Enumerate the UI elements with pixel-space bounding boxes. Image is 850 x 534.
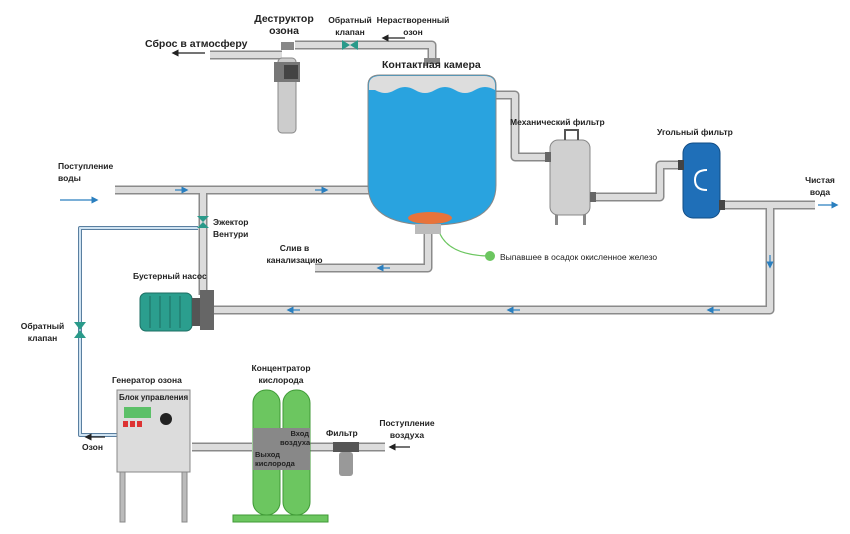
check-valve-left-icon bbox=[74, 322, 86, 338]
atmosphere-release-label: Сброс в атмосферу bbox=[145, 38, 248, 50]
water-inlet-label: Поступление воды bbox=[58, 161, 114, 183]
filter-label: Фильтр bbox=[326, 428, 358, 438]
check-valve-left-label: Обратный клапан bbox=[20, 321, 65, 343]
oxygen-concentrator bbox=[232, 389, 329, 523]
coal-filter bbox=[678, 142, 725, 219]
booster-pump bbox=[139, 290, 214, 332]
ozone-generator bbox=[116, 389, 191, 523]
mechanical-filter bbox=[545, 129, 596, 225]
text-arrows bbox=[84, 34, 410, 451]
ozone-destructor-label: Деструктор озона bbox=[254, 13, 314, 37]
booster-pump-label: Бустерный насос bbox=[133, 271, 207, 281]
oxygen-out-label: Выход кислорода bbox=[255, 450, 295, 468]
flow-arrows bbox=[60, 186, 839, 314]
venturi-ejector-icon bbox=[197, 216, 209, 228]
ozone-generator-label: Генератор озона bbox=[112, 375, 182, 385]
contact-chamber-label: Контактная камера bbox=[382, 59, 481, 71]
clean-water-label: Чистая вода bbox=[805, 175, 835, 197]
ozone-destructor bbox=[274, 42, 300, 134]
ozone-out-label: Озон bbox=[82, 442, 103, 452]
sediment-label: Выпавшее в осадок окисленное железо bbox=[500, 252, 658, 262]
drain-label: Слив в канализацию bbox=[266, 243, 323, 265]
pipes bbox=[78, 40, 815, 452]
coal-filter-label: Угольный фильтр bbox=[657, 127, 733, 137]
mechanical-filter-label: Механический фильтр bbox=[510, 117, 605, 127]
control-unit-label: Блок управления bbox=[119, 393, 189, 402]
air-filter bbox=[333, 442, 359, 476]
contact-chamber bbox=[367, 58, 497, 234]
venturi-ejector-label: Эжектор Вентури bbox=[213, 217, 249, 239]
sediment-marker bbox=[485, 251, 495, 261]
undissolved-ozone-label: Нерастворенный озон bbox=[376, 15, 450, 37]
check-valve-top-label: Обратный клапан bbox=[328, 15, 372, 37]
oxygen-concentrator-label: Концентратор кислорода bbox=[251, 363, 311, 385]
check-valve-top-icon bbox=[342, 40, 358, 50]
air-in-label: Вход воздуха bbox=[280, 429, 311, 447]
air-inlet-label: Поступление воздуха bbox=[379, 418, 435, 440]
